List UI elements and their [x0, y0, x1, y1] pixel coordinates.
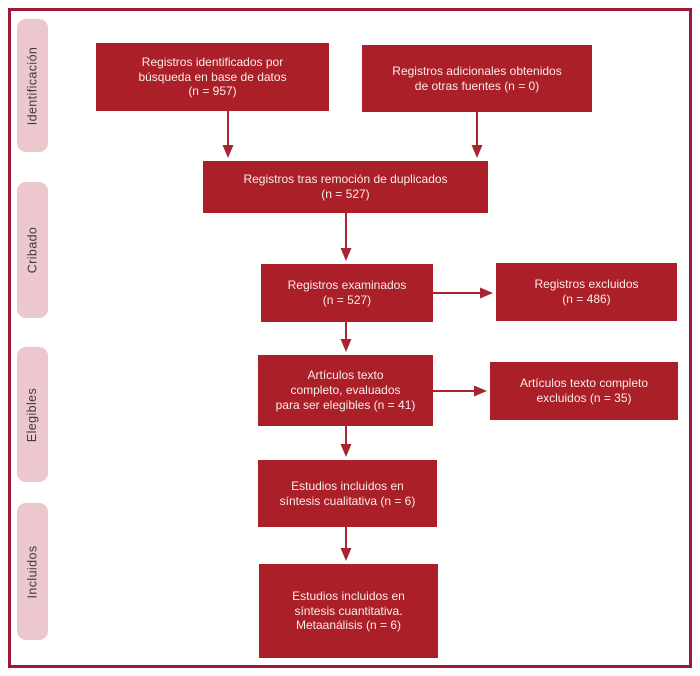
stage-label-identificacion: Identificación — [17, 19, 48, 152]
box-qualitative-synthesis: Estudios incluidos en síntesis cualitati… — [258, 460, 437, 527]
stage-label-cribado: Cribado — [17, 182, 48, 318]
box-fulltext-excluded: Artículos texto completo excluidos (n = … — [490, 362, 678, 420]
box-additional-records: Registros adicionales obtenidos de otras… — [362, 45, 592, 112]
box-quantitative-synthesis: Estudios incluidos en síntesis cuantitat… — [259, 564, 438, 658]
stage-label-text: Elegibles — [25, 387, 40, 442]
box-fulltext-assessed: Artículos texto completo, evaluados para… — [258, 355, 433, 426]
box-records-excluded: Registros excluidos (n = 486) — [496, 263, 677, 321]
box-records-identified: Registros identificados por búsqueda en … — [96, 43, 329, 111]
stage-label-text: Incluidos — [25, 545, 40, 598]
box-records-screened: Registros examinados (n = 527) — [261, 264, 433, 322]
stage-label-text: Cribado — [25, 226, 40, 274]
stage-label-elegibles: Elegibles — [17, 347, 48, 482]
stage-label-text: Identificación — [25, 46, 40, 125]
box-records-after-duplicates-removed: Registros tras remoción de duplicados (n… — [203, 161, 488, 213]
stage-label-incluidos: Incluidos — [17, 503, 48, 640]
